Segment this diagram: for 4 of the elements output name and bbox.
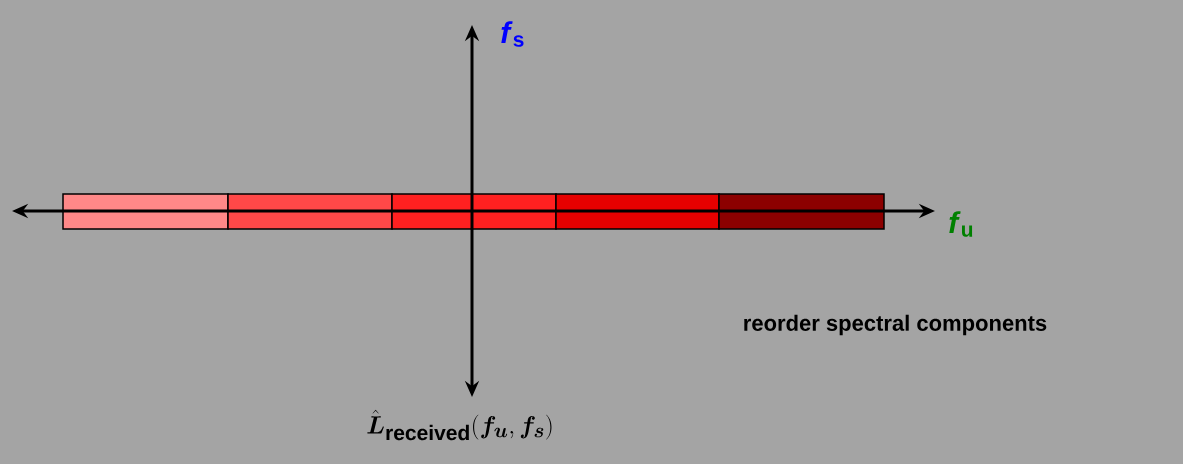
axis-label: f$_{s}$	[501, 21, 524, 47]
annotation-text: reorder spectral components	[744, 314, 1047, 336]
axis-label: f$_{u}$	[949, 211, 973, 237]
formula: $\hat{\boldsymbol{L}}_{\mathbf{received}}(\boldsymbol{f_u},\boldsymbol{f_s})$	[367, 409, 552, 441]
